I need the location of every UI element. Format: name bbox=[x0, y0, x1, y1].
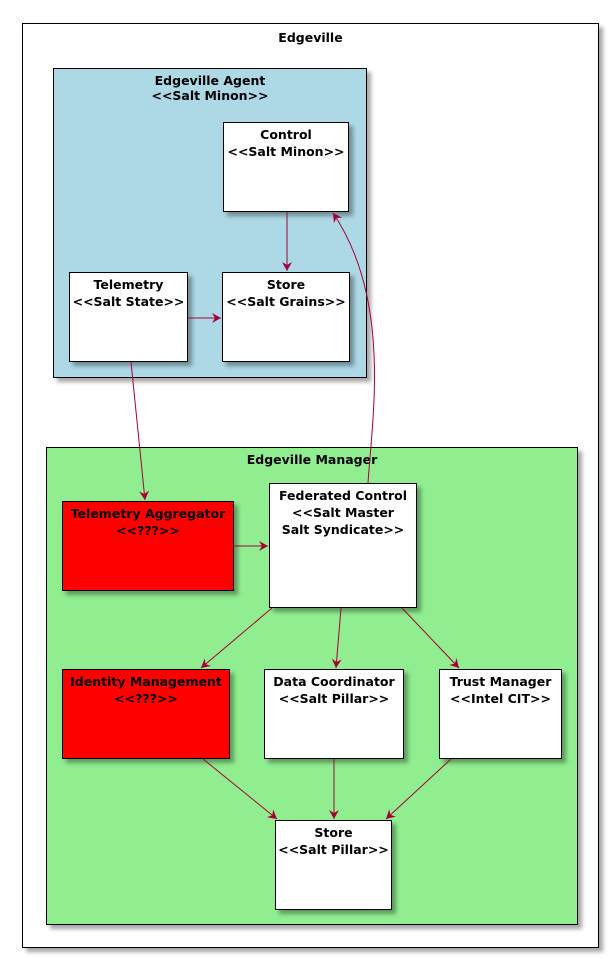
agent-store-node: Store <<Salt Grains>> bbox=[222, 272, 350, 362]
manager-title: Edgeville Manager bbox=[246, 452, 378, 467]
control-node: Control <<Salt Minon>> bbox=[223, 122, 349, 212]
telemetry-node: Telemetry <<Salt State>> bbox=[69, 272, 188, 362]
manager-store-stereotype: <<Salt Pillar>> bbox=[278, 842, 389, 857]
identity-management-node: Identity Management <<???>> bbox=[62, 669, 230, 759]
trust-manager-name: Trust Manager bbox=[449, 674, 552, 689]
federated-control-node: Federated Control <<Salt Master Salt Syn… bbox=[269, 483, 417, 608]
telemetry-stereotype: <<Salt State>> bbox=[72, 294, 185, 309]
data-coordinator-name: Data Coordinator bbox=[273, 674, 395, 689]
data-coordinator-node: Data Coordinator <<Salt Pillar>> bbox=[264, 669, 404, 759]
manager-store-node: Store <<Salt Pillar>> bbox=[275, 820, 392, 910]
federated-control-stereotype-2: Salt Syndicate>> bbox=[281, 522, 405, 537]
control-stereotype: <<Salt Minon>> bbox=[227, 144, 345, 159]
telemetry-aggregator-stereotype: <<???>> bbox=[116, 523, 180, 538]
control-name: Control bbox=[260, 127, 312, 142]
agent-store-stereotype: <<Salt Grains>> bbox=[226, 294, 346, 309]
manager-store-name: Store bbox=[314, 825, 353, 840]
telemetry-aggregator-name: Telemetry Aggregator bbox=[70, 506, 226, 521]
data-coordinator-stereotype: <<Salt Pillar>> bbox=[278, 691, 390, 706]
trust-manager-node: Trust Manager <<Intel CIT>> bbox=[439, 669, 562, 759]
telemetry-name: Telemetry bbox=[93, 277, 164, 292]
agent-title: Edgeville Agent <<Salt Minon>> bbox=[54, 73, 366, 103]
federated-control-stereotype-1: <<Salt Master bbox=[292, 505, 394, 520]
agent-title-stereotype: <<Salt Minon>> bbox=[151, 88, 269, 103]
agent-title-name: Edgeville Agent bbox=[154, 73, 266, 88]
edgeville-title: Edgeville bbox=[278, 30, 343, 45]
telemetry-aggregator-node: Telemetry Aggregator <<???>> bbox=[62, 501, 234, 591]
federated-control-name: Federated Control bbox=[279, 488, 407, 503]
trust-manager-stereotype: <<Intel CIT>> bbox=[450, 691, 551, 706]
identity-management-stereotype: <<???>> bbox=[114, 691, 178, 706]
identity-management-name: Identity Management bbox=[70, 674, 222, 689]
agent-store-name: Store bbox=[266, 277, 306, 292]
